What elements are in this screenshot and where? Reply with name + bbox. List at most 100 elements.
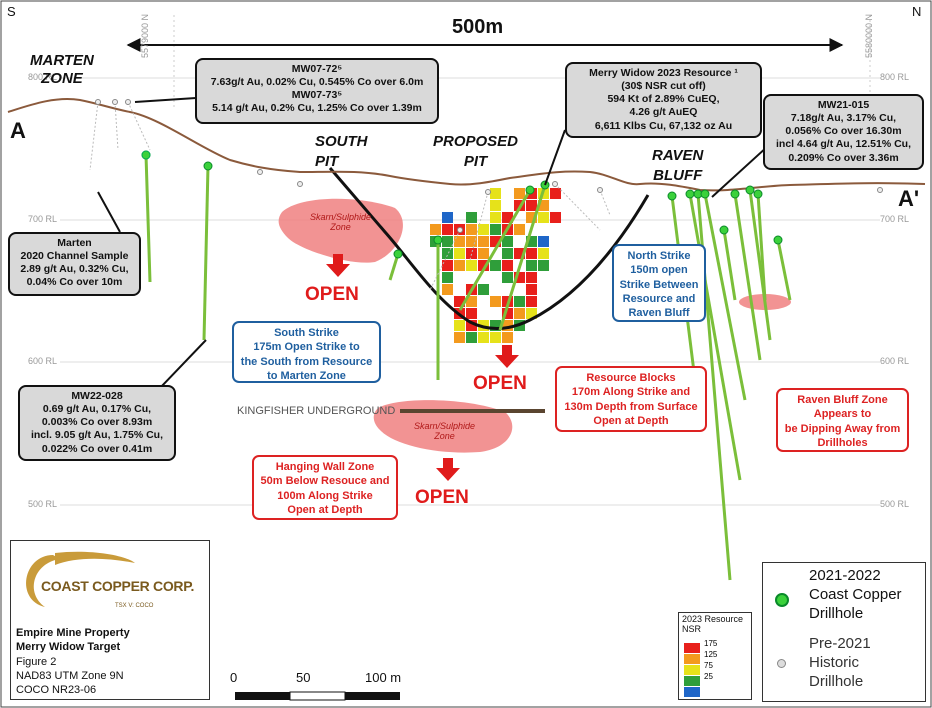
drillhole-collar (753, 189, 763, 199)
company-logo: COAST COPPER CORP. TSX V: COCO (26, 551, 194, 609)
historic-drillhole-trace (89, 101, 99, 171)
resource-block (490, 188, 501, 199)
historic-drillhole-collar (112, 99, 118, 105)
south-strike-box: South Strike 175m Open Strike to the Sou… (232, 321, 381, 383)
resource-block (514, 308, 525, 319)
historic-drillhole-trace (114, 101, 119, 151)
drillhole-trace (498, 184, 547, 331)
topography-line (7, 98, 926, 192)
historic-drillhole-collar (457, 227, 463, 233)
resource-block (466, 260, 477, 271)
callout-mw07: MW07-72⁵ 7.63g/t Au, 0.02% Cu, 0.545% Co… (195, 58, 439, 124)
scale-bar (235, 691, 400, 701)
resource-block (466, 224, 477, 235)
resource-block (502, 236, 513, 247)
hanging-wall-box: Hanging Wall Zone 50m Below Resouce and … (252, 455, 398, 520)
resource-block (538, 236, 549, 247)
rl-left-800: 800 RL (28, 72, 58, 82)
open-arrow-3 (436, 458, 460, 481)
resource-block (502, 320, 513, 331)
resource-block (502, 260, 513, 271)
property-name: Empire Mine Property (16, 627, 130, 639)
section-start-label: A (10, 118, 26, 143)
historic-drillhole-trace (599, 189, 611, 216)
resource-block (514, 272, 525, 283)
resource-block (454, 248, 465, 259)
resource-block (502, 308, 513, 319)
resource-block (526, 296, 537, 307)
resource-block (466, 308, 477, 319)
resource-block (466, 320, 477, 331)
resource-block (442, 224, 453, 235)
resource-blocks-box: Resource Blocks 170m Along Strike and 13… (555, 366, 707, 432)
rl-right-800: 800 RL (880, 72, 910, 82)
resource-block (502, 272, 513, 283)
drillhole-trace (388, 253, 400, 281)
north-strike-box: North Strike 150m open Strike Between Re… (612, 244, 706, 322)
marten-zone-label: MARTEN ZONE (30, 52, 94, 87)
nsr-entry: 25 (684, 672, 713, 690)
drillholes (89, 99, 883, 581)
resource-block (490, 212, 501, 223)
resource-block (526, 212, 537, 223)
historic-drillhole-collar (597, 187, 603, 193)
historic-drillhole-label: Pre-2021 Historic Drillhole (809, 635, 871, 690)
north-label: N (912, 4, 922, 19)
skarn-label-upper: Skarn/Sulphide Zone (310, 212, 372, 232)
resource-block (466, 296, 477, 307)
resource-block (526, 272, 537, 283)
open-label-1: OPEN (305, 284, 359, 305)
resource-block (514, 296, 525, 307)
historic-drillhole-symbol (777, 659, 786, 668)
drillhole-collar (203, 161, 213, 171)
drillhole-collar (773, 235, 783, 245)
resource-blocks (430, 188, 561, 343)
resource-block (550, 212, 561, 223)
nsr-entry: 125 (684, 650, 717, 668)
drillhole-trace (688, 193, 742, 481)
resource-block (466, 236, 477, 247)
nsr-swatch (684, 653, 700, 664)
historic-drillhole-collar (257, 169, 263, 175)
rl-right-700: 700 RL (880, 214, 910, 224)
resource-block (538, 200, 549, 211)
historic-drillhole-collar (877, 187, 883, 193)
historic-drillhole-collar (485, 189, 491, 195)
resource-block (454, 332, 465, 343)
resource-block (490, 224, 501, 235)
open-arrow-2 (495, 345, 519, 368)
drillhole-collar (525, 185, 535, 195)
scale-label-100: 100 m (365, 670, 402, 685)
resource-block (526, 308, 537, 319)
resource-block (538, 260, 549, 271)
resource-block (490, 296, 501, 307)
nsr-label: 25 (704, 672, 713, 681)
resource-block (514, 248, 525, 259)
resource-block (514, 188, 525, 199)
callout-mw22: MW22-028 0.69 g/t Au, 0.17% Cu, 0.003% C… (18, 385, 176, 461)
marten-drill-collar (141, 150, 151, 160)
open-arrow-1 (326, 254, 350, 277)
nsr-swatch (684, 675, 700, 686)
south-label: S (7, 4, 16, 19)
resource-block (502, 248, 513, 259)
drillhole-collar (745, 185, 755, 195)
drillhole-collar (719, 225, 729, 235)
drillhole-collar (730, 189, 740, 199)
resource-block (454, 260, 465, 271)
resource-block (478, 284, 489, 295)
historic-drillhole-collar (95, 99, 101, 105)
drillhole-trace (776, 239, 792, 301)
drillhole-trace (722, 229, 737, 301)
drillhole-trace (202, 165, 210, 341)
resource-block (430, 224, 441, 235)
rl-left-500: 500 RL (28, 499, 58, 509)
rl-left-700: 700 RL (28, 214, 58, 224)
resource-block (526, 260, 537, 271)
nsr-label: 125 (704, 650, 718, 659)
pit-outline (328, 167, 650, 331)
south-pit-label: SOUTH PIT (315, 133, 368, 171)
skarn-label-lower: Skarn/Sulphide Zone (414, 421, 476, 441)
